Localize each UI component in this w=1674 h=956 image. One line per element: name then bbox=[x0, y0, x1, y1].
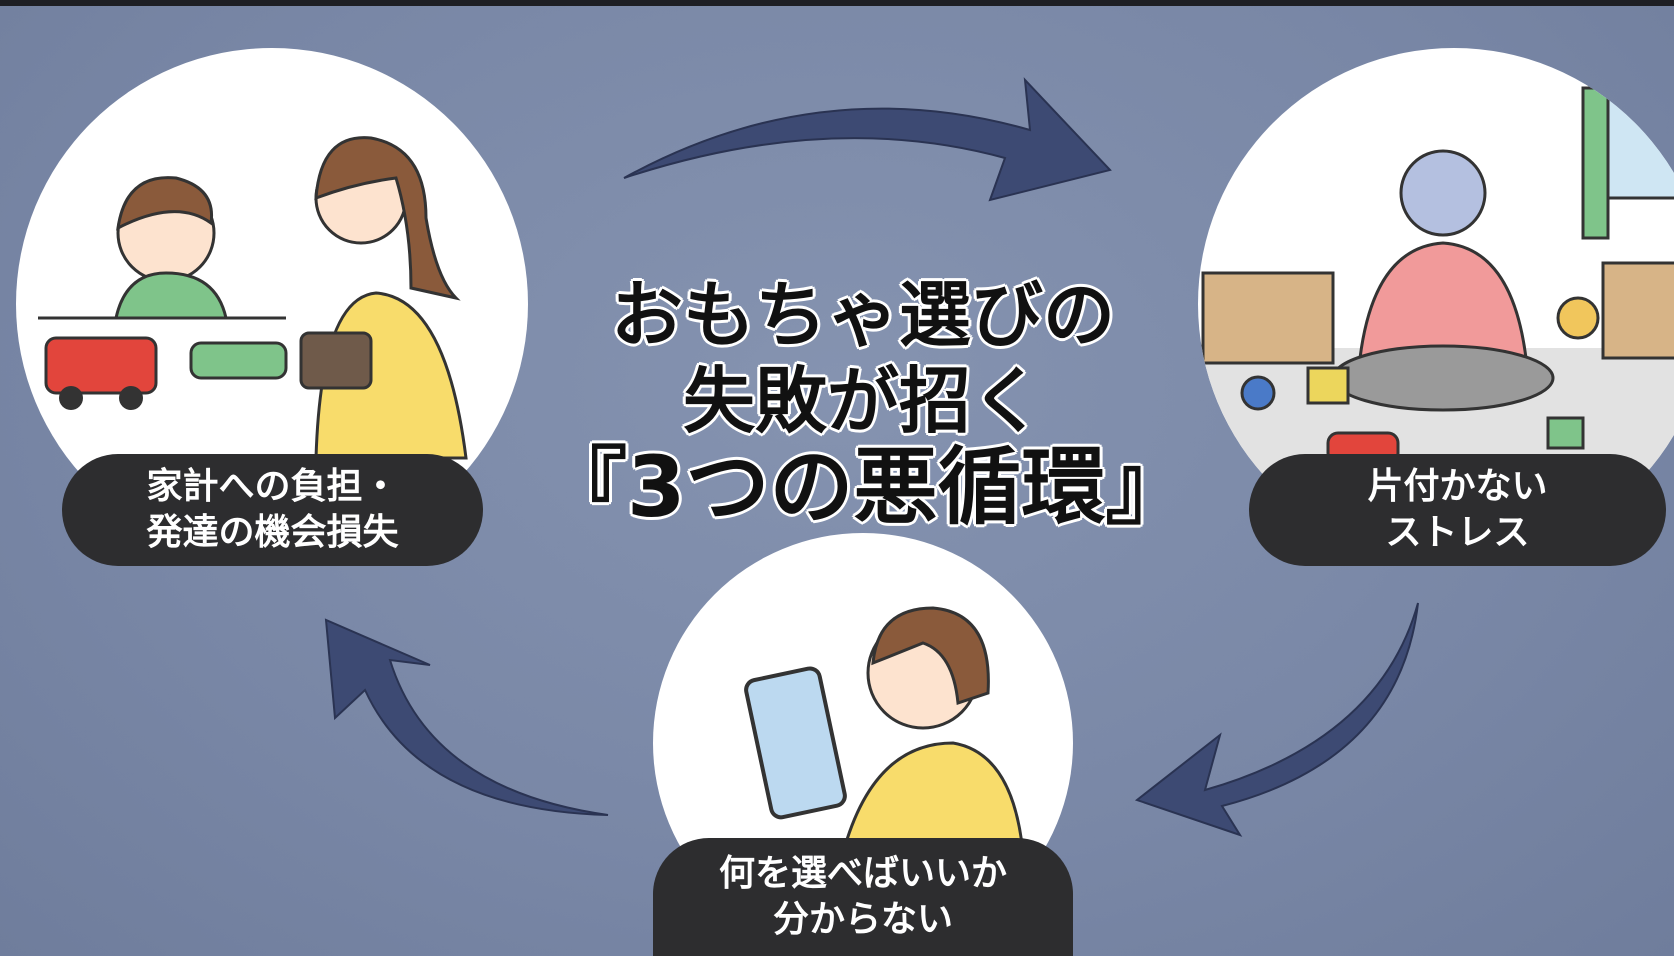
label-choice-confusion: 何を選べばいいか 分からない bbox=[653, 838, 1073, 956]
label-line-2: ストレス bbox=[1385, 512, 1530, 553]
worried-family-illustration-icon bbox=[38, 136, 468, 460]
label-line-1: 片付かない bbox=[1367, 466, 1548, 507]
arrow-left-icon bbox=[324, 618, 609, 816]
title-line-3: 『3つの悪循環』 bbox=[543, 438, 1190, 536]
phone-browsing-illustration-icon bbox=[744, 606, 1025, 855]
title-line-1: おもちゃ選びの bbox=[610, 273, 1115, 357]
label-line-1: 家計への負担・ bbox=[146, 466, 399, 507]
arrow-right-icon bbox=[1134, 602, 1419, 837]
label-line-2: 発達の機会損失 bbox=[146, 512, 399, 553]
arrow-top-icon bbox=[623, 77, 1112, 202]
label-line-1: 何を選べばいいか bbox=[718, 853, 1007, 894]
top-bar bbox=[0, 0, 1674, 6]
title-line-2: 失敗が招く bbox=[682, 359, 1043, 443]
label-budget-burden: 家計への負担・ 発達の機会損失 bbox=[62, 454, 483, 566]
label-tidying-stress: 片付かない ストレス bbox=[1249, 454, 1666, 566]
diagram-title: おもちゃ選びの 失敗が招く 『3つの悪循環』 bbox=[543, 272, 1190, 536]
label-line-2: 分からない bbox=[772, 899, 953, 940]
